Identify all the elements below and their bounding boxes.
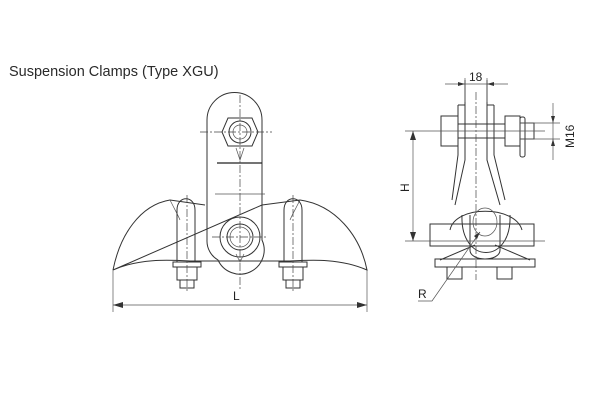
- radius-leader: R: [418, 231, 481, 302]
- height-dimension: H: [398, 130, 545, 242]
- length-dimension: L: [112, 270, 368, 312]
- radius-label: R: [418, 287, 427, 301]
- strap-body: [206, 92, 265, 275]
- bolt-dimension: M16: [520, 103, 577, 160]
- left-u-bolt: [172, 195, 202, 292]
- height-label: H: [398, 183, 412, 192]
- side-strap: [451, 80, 506, 206]
- width-label: 18: [469, 70, 483, 84]
- side-view: 18 M16 H R: [398, 70, 577, 302]
- bolt-label: M16: [563, 124, 577, 148]
- width-dimension: 18: [445, 70, 508, 102]
- saddle: [112, 199, 368, 271]
- right-u-bolt: [278, 195, 308, 292]
- front-view: L: [112, 92, 368, 312]
- length-label: L: [233, 289, 240, 303]
- drawing-title: Suspension Clamps (Type XGU): [9, 64, 219, 80]
